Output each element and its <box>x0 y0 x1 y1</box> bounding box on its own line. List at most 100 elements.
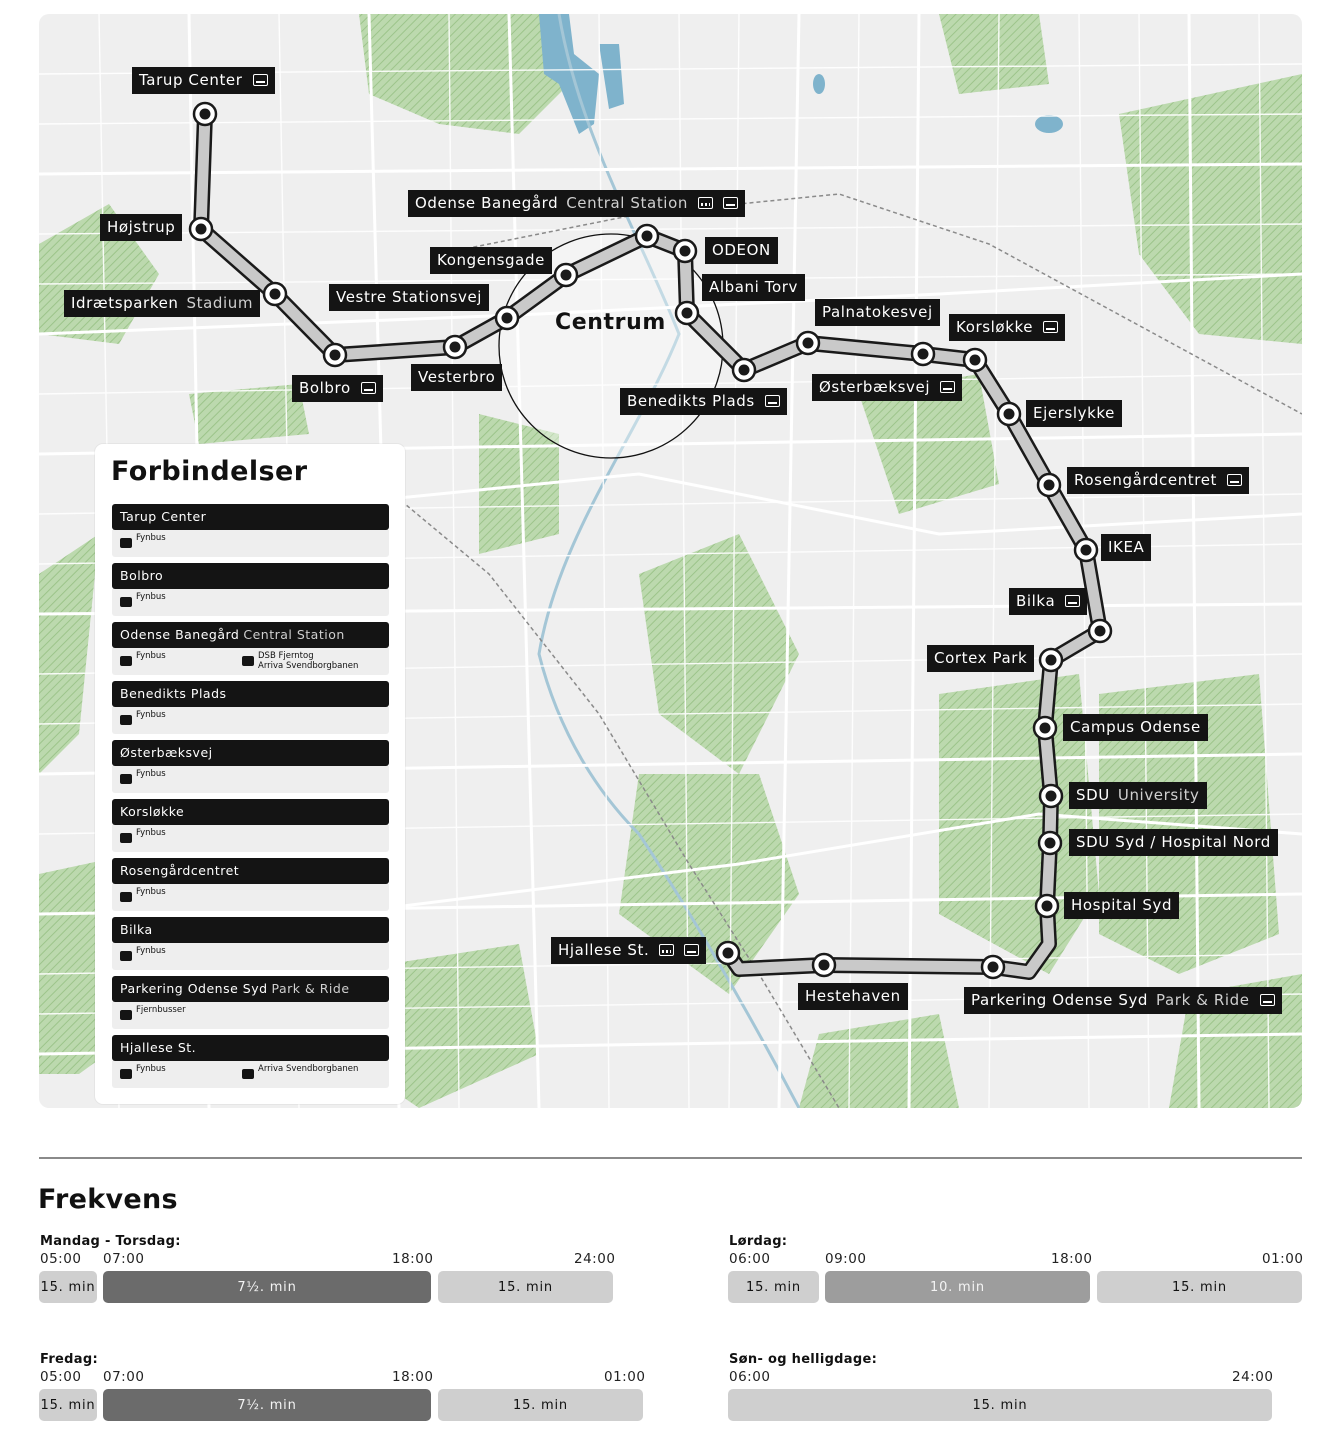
legend-connections: Fynbus <box>112 707 389 734</box>
stop-marker-dot <box>195 223 207 235</box>
station-subtitle: Stadium <box>186 294 254 312</box>
bus-icon <box>940 381 956 393</box>
stop-marker-dot <box>501 312 513 324</box>
stop-marker-dot <box>818 959 830 971</box>
station-label-hospsyd[interactable]: Hospital Syd <box>1064 892 1180 919</box>
saturday-bar-evening: 15. min <box>1097 1271 1302 1303</box>
station-label-ejerslykke[interactable]: Ejerslykke <box>1026 400 1122 427</box>
mon-thu-time-1: 05:00 <box>40 1251 82 1267</box>
stop-marker-dot <box>987 961 999 973</box>
legend-connection: DSB Fjerntog Arriva Svendborgbanen <box>234 651 358 671</box>
friday-bar-early: 15. min <box>39 1389 97 1421</box>
train-icon <box>242 1069 254 1079</box>
station-label-bilka[interactable]: Bilka <box>1009 588 1088 615</box>
mon-thu-bar-evening: 15. min <box>438 1271 613 1303</box>
station-subtitle: Central Station <box>566 194 688 212</box>
station-label-tarup[interactable]: Tarup Center <box>132 67 275 94</box>
station-name: Cortex Park <box>934 649 1028 667</box>
bus-icon <box>120 1010 132 1020</box>
connection-text: Fynbus <box>136 946 166 956</box>
railways <box>368 193 1302 1108</box>
station-label-osterbaek[interactable]: Østerbæksvej <box>812 374 963 401</box>
minor-streets <box>39 14 1302 1108</box>
station-label-vestre[interactable]: Vestre Stationsvej <box>329 284 490 311</box>
bus-icon <box>120 951 132 961</box>
stop-marker-dot <box>1045 790 1057 802</box>
station-label-hjallese[interactable]: Hjallese St. <box>551 937 707 964</box>
bus-icon <box>120 597 132 607</box>
station-label-albani[interactable]: Albani Torv <box>702 274 806 301</box>
legend-connections: Fynbus <box>112 589 389 616</box>
legend-item-header: Korsløkke <box>112 799 389 825</box>
station-label-cortex[interactable]: Cortex Park <box>927 645 1035 672</box>
mon-thu-time-2: 07:00 <box>103 1251 145 1267</box>
legend-item-header: Østerbæksvej <box>112 740 389 766</box>
saturday-time-4: 01:00 <box>1262 1251 1304 1267</box>
station-label-banegard[interactable]: Odense Banegård Central Station <box>408 190 745 217</box>
station-label-roseng[interactable]: Rosengårdcentret <box>1067 467 1250 494</box>
station-label-kongens[interactable]: Kongensgade <box>430 247 552 274</box>
legend-connection: Fjernbusser <box>112 1005 186 1020</box>
station-label-korslokke[interactable]: Korsløkke <box>949 314 1066 341</box>
station-label-benedikts[interactable]: Benedikts Plads <box>620 388 787 415</box>
stop-marker-dot <box>1094 625 1106 637</box>
station-name: Odense Banegård <box>415 194 559 212</box>
bus-icon <box>360 382 376 394</box>
stop-marker-dot <box>1044 837 1056 849</box>
legend-connections: Fynbus <box>112 530 389 557</box>
train-icon <box>659 944 675 956</box>
frequency-title: Frekvens <box>38 1184 178 1215</box>
legend-connections: Fynbus <box>112 825 389 852</box>
legend-connection: Fynbus <box>112 1064 166 1079</box>
mon-thu-bar-early: 15. min <box>39 1271 97 1303</box>
station-label-ikea[interactable]: IKEA <box>1101 534 1152 561</box>
station-label-palnatoke[interactable]: Palnatokesvej <box>815 299 940 326</box>
legend-connections: Fjernbusser <box>112 1002 389 1029</box>
station-label-bolbro[interactable]: Bolbro <box>292 375 383 402</box>
saturday-time-1: 06:00 <box>729 1251 771 1267</box>
bus-icon <box>1065 595 1081 607</box>
saturday-bar-early: 15. min <box>728 1271 819 1303</box>
legend-title: Forbindelser <box>111 456 308 487</box>
legend-connections: Fynbus <box>112 766 389 793</box>
station-label-campus[interactable]: Campus Odense <box>1063 714 1208 741</box>
stop-marker-dot <box>969 354 981 366</box>
stop-marker-dot <box>917 348 929 360</box>
station-label-hestehaven[interactable]: Hestehaven <box>798 983 908 1010</box>
stop-marker-dot <box>1043 479 1055 491</box>
station-name: Hestehaven <box>805 987 901 1005</box>
legend-station-name: Benedikts Plads <box>120 686 227 701</box>
stop-marker-dot <box>802 337 814 349</box>
legend-connection: Arriva Svendborgbanen <box>234 1064 358 1079</box>
legend-item-header: Bolbro <box>112 563 389 589</box>
station-name: Parkering Odense Syd <box>971 991 1149 1009</box>
station-name: IKEA <box>1108 538 1145 556</box>
station-name: Højstrup <box>107 218 176 236</box>
stop-marker-dot <box>449 341 461 353</box>
stop-marker-dot <box>722 947 734 959</box>
station-name: Kongensgade <box>437 251 545 269</box>
station-label-sdusyd[interactable]: SDU Syd / Hospital Nord <box>1069 829 1278 856</box>
connection-text: Fynbus <box>136 887 166 897</box>
friday-time-1: 05:00 <box>40 1369 82 1385</box>
connection-text: Fynbus <box>136 710 166 720</box>
station-name: Idrætsparken <box>71 294 179 312</box>
station-label-vesterbro[interactable]: Vesterbro <box>411 364 503 391</box>
sunday-bar: 15. min <box>728 1389 1272 1421</box>
legend-connection: Fynbus <box>112 651 166 666</box>
station-label-idraet[interactable]: Idrætsparken Stadium <box>64 290 261 317</box>
station-name: Albani Torv <box>709 278 799 296</box>
connection-text: DSB Fjerntog Arriva Svendborgbanen <box>258 651 359 671</box>
legend-station-name: Bolbro <box>120 568 164 583</box>
legend-station-name: Tarup Center <box>120 509 207 524</box>
station-label-hojstrup[interactable]: Højstrup <box>100 214 183 241</box>
station-name: Hospital Syd <box>1071 896 1173 914</box>
station-label-odeon[interactable]: ODEON <box>705 237 778 264</box>
